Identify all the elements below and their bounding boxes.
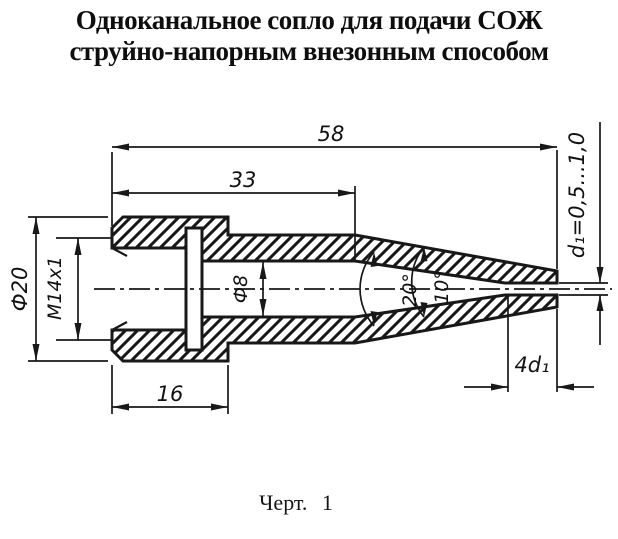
dim-thread-length: 16 bbox=[157, 382, 184, 406]
page-title: Одноканальное сопло для подачи СОЖ струй… bbox=[0, 5, 618, 67]
nozzle-technical-drawing: 58 33 16 Ф20 М14х1 Ф8 20° 10° 4d₁ d₁=0,5… bbox=[8, 122, 612, 414]
dimension-labels: 58 33 16 Ф20 М14х1 Ф8 20° 10° 4d₁ d₁=0,5… bbox=[8, 122, 589, 406]
bore-entry-chamfer-lines bbox=[111, 247, 128, 331]
title-line-2: струйно-напорным внезонным способом bbox=[69, 36, 549, 66]
dim-exit-channel-length: 4d₁ bbox=[514, 353, 549, 377]
dim-exit-diameter-note: d₁=0,5...1,0 bbox=[565, 132, 589, 258]
dim-outer-diameter: Ф20 bbox=[8, 267, 32, 312]
lower-wall-section bbox=[110, 293, 559, 363]
figure-caption: Черт. 1 bbox=[259, 490, 333, 515]
dim-outer-cone-angle: 20° bbox=[399, 273, 421, 307]
angle-arc-10 bbox=[410, 246, 425, 318]
upper-wall-section bbox=[110, 215, 559, 285]
title-line-1: Одноканальное сопло для подачи СОЖ bbox=[75, 5, 543, 35]
dim-inner-cone-angle: 10° bbox=[431, 270, 453, 304]
nozzle-body-section bbox=[110, 215, 559, 363]
dim-head-length: 33 bbox=[230, 168, 257, 192]
dim-thread-spec: М14х1 bbox=[44, 256, 66, 320]
dimension-arrows bbox=[32, 143, 604, 411]
angle-arc-20 bbox=[359, 251, 375, 327]
dim-overall-length: 58 bbox=[318, 122, 345, 146]
dim-bore-diameter: Ф8 bbox=[230, 275, 252, 303]
